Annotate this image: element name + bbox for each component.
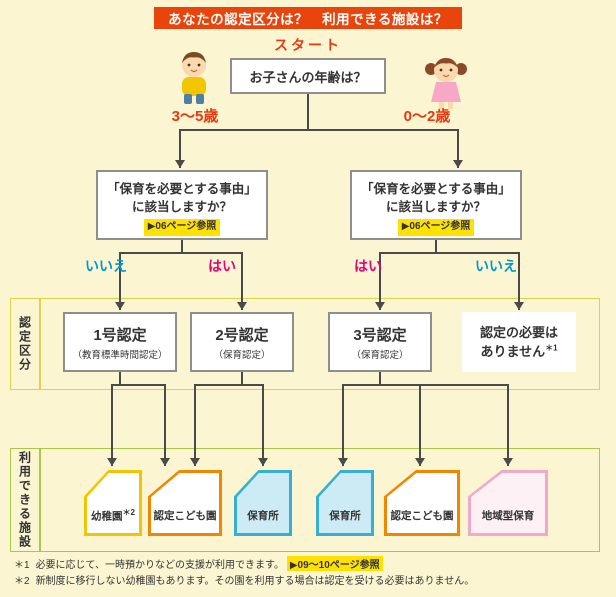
building-shape bbox=[316, 470, 374, 536]
cert-subtitle: （保育認定） bbox=[213, 349, 271, 361]
footnote-marker-2: ＊2 bbox=[122, 507, 135, 517]
certification-section-label: 認定区分 bbox=[10, 298, 40, 390]
certification-region bbox=[40, 298, 600, 390]
facility-certified-center-2: 認定こども園 bbox=[384, 470, 460, 536]
page-title: あなたの認定区分は？ 利用できる施設は？ bbox=[154, 7, 462, 29]
cert-title: 1号認定 bbox=[93, 326, 147, 344]
reason-text-line1: 「保育を必要とする事由」 bbox=[361, 182, 511, 196]
certification-type-3: 3号認定 （保育認定） bbox=[328, 312, 432, 372]
cert-title: 3号認定 bbox=[353, 326, 407, 344]
footnote-marker-1: ＊1 bbox=[545, 343, 558, 353]
age-range-3-5: 3〜5歳 bbox=[171, 108, 219, 125]
facilities-region bbox=[40, 448, 600, 552]
facility-kindergarten: 幼稚園＊2 bbox=[84, 470, 142, 536]
reason-text-line2: に該当しますか？ bbox=[385, 200, 486, 215]
page-reference-06: ▶06ページ参照 bbox=[143, 219, 221, 236]
branch-no-right: いいえ bbox=[475, 258, 517, 274]
facilities-section-label: 利用できる施設 bbox=[10, 448, 40, 552]
building-shape bbox=[84, 470, 142, 536]
branch-yes-left: はい bbox=[208, 258, 236, 274]
age-question-box: お子さんの年齢は？ bbox=[230, 58, 386, 94]
building-shape bbox=[384, 470, 460, 536]
reason-text-line2: に該当しますか？ bbox=[131, 200, 232, 215]
facility-certified-center-1: 認定こども園 bbox=[148, 470, 222, 536]
age-range-0-2: 0〜2歳 bbox=[403, 108, 451, 125]
cert-title: 2号認定 bbox=[215, 326, 269, 344]
boy-illustration bbox=[182, 52, 206, 104]
reason-text-line1: 「保育を必要とする事由」 bbox=[107, 182, 257, 196]
certification-type-1: 1号認定 （教育標準時間認定） bbox=[63, 312, 177, 372]
facility-nursery-2: 保育所 bbox=[316, 470, 374, 536]
building-shape bbox=[148, 470, 222, 536]
facility-nursery-1: 保育所 bbox=[234, 470, 292, 536]
certification-type-2: 2号認定 （保育認定） bbox=[190, 312, 294, 372]
cert-subtitle: （保育認定） bbox=[351, 349, 409, 361]
page-reference-09-10: ▶09〜10ページ参照 bbox=[286, 556, 383, 571]
start-label: スタート bbox=[274, 37, 342, 53]
facility-community-childcare: 地域型保育 bbox=[468, 470, 548, 536]
building-shape bbox=[234, 470, 292, 536]
building-shape bbox=[468, 470, 548, 536]
branch-no-left: いいえ bbox=[85, 258, 127, 274]
branch-yes-right: はい bbox=[354, 258, 382, 274]
girl-illustration bbox=[425, 58, 467, 109]
childcare-reason-box-right: 「保育を必要とする事由」 に該当しますか？ ▶06ページ参照 bbox=[350, 170, 522, 240]
cert-subtitle: （教育標準時間認定） bbox=[72, 349, 168, 361]
childcare-reason-box-left: 「保育を必要とする事由」 に該当しますか？ ▶06ページ参照 bbox=[96, 170, 268, 240]
no-certification-needed: 認定の必要は ありません＊1 bbox=[462, 312, 576, 372]
page-reference-06: ▶06ページ参照 bbox=[397, 219, 475, 236]
